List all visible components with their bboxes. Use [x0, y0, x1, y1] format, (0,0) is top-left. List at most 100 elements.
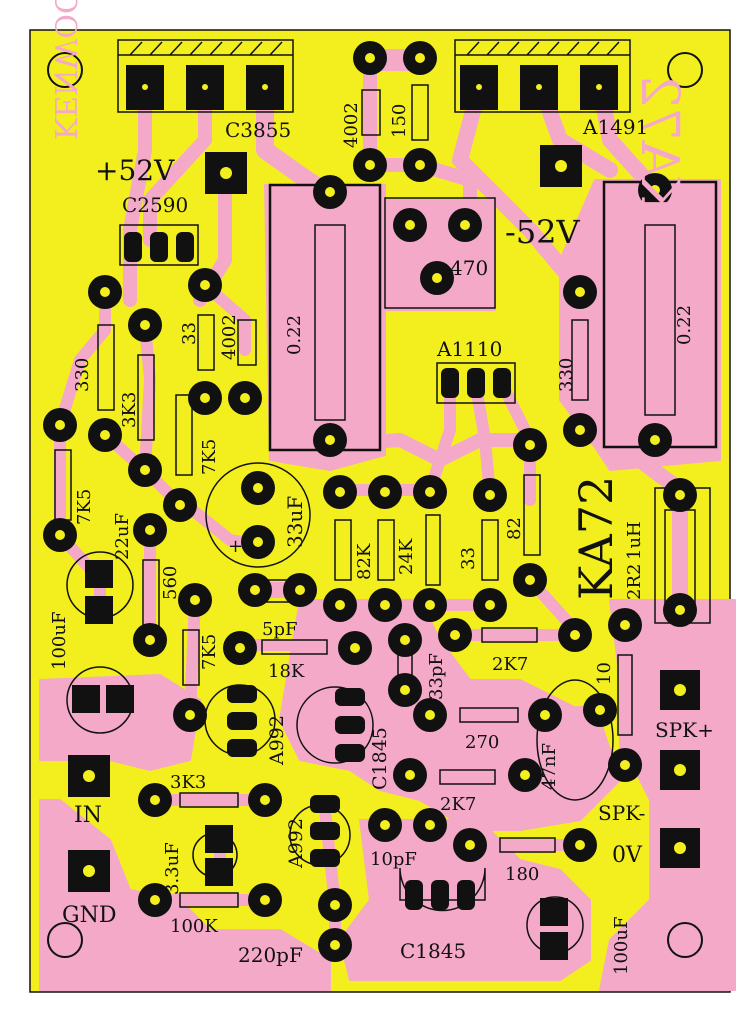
drill-hole — [575, 287, 585, 297]
input-label: IN — [74, 803, 102, 828]
round-pad-group — [43, 41, 697, 962]
drill-hole — [650, 435, 660, 445]
r-10-label: 10 — [594, 662, 615, 685]
drill-hole — [525, 575, 535, 585]
drill-hole — [200, 393, 210, 403]
q-c2590-label: C2590 — [122, 193, 188, 217]
r-33-b-label: 33 — [458, 547, 479, 570]
drill-hole — [325, 187, 335, 197]
drill-hole — [200, 280, 210, 290]
drill-hole — [425, 820, 435, 830]
l-2r2-label: 2R2 — [624, 564, 645, 600]
q-c3855-label: C3855 — [225, 118, 291, 142]
drill-hole — [485, 600, 495, 610]
speaker-plus-label: SPK+ — [655, 718, 714, 742]
drill-hole — [100, 430, 110, 440]
r-4002-mid-label: 4002 — [219, 314, 240, 360]
polarity-plus-mark: + — [228, 536, 243, 557]
drill-hole — [380, 820, 390, 830]
drill-hole — [325, 435, 335, 445]
drill-hole — [295, 585, 305, 595]
drill-hole — [253, 483, 263, 493]
drill-hole — [432, 273, 442, 283]
r-180-label: 180 — [505, 864, 539, 885]
drill-hole — [400, 685, 410, 695]
drill-hole — [460, 220, 470, 230]
power-plus-label: +52V — [95, 154, 175, 187]
drill-hole — [485, 490, 495, 500]
power-minus-label: -52V — [505, 213, 581, 251]
drill-hole — [595, 705, 605, 715]
c-33pf-label: 33pF — [426, 653, 447, 700]
drill-hole — [350, 643, 360, 653]
r-270-label: 270 — [465, 732, 499, 753]
drill-hole — [250, 585, 260, 595]
ground-out-label: 0V — [612, 843, 643, 868]
c-10pf-label: 10pF — [370, 849, 417, 870]
r-7k5-b-label: 7K5 — [199, 439, 220, 475]
drill-hole — [190, 595, 200, 605]
r-3k3-a-label: 3K3 — [119, 392, 140, 428]
c-5pf-label: 5pF — [262, 619, 297, 640]
pad-holes — [83, 84, 686, 877]
r-82-label: 82 — [504, 517, 525, 540]
drill-hole — [175, 500, 185, 510]
drill-hole — [140, 465, 150, 475]
drill-hole — [55, 420, 65, 430]
drill-hole — [525, 440, 535, 450]
mirrored-brand-text: KENWOOD — [47, 0, 82, 140]
r-022-left-label: 0.22 — [284, 315, 305, 355]
c-3-3uf-label: 3.3uF — [162, 842, 183, 895]
mounting-holes — [47, 52, 703, 958]
drill-hole — [405, 770, 415, 780]
drill-hole — [620, 620, 630, 630]
r-150-label: 150 — [389, 104, 410, 138]
r-33-a-label: 33 — [179, 322, 200, 345]
drill-hole — [330, 940, 340, 950]
drill-hole — [100, 287, 110, 297]
drill-hole — [240, 393, 250, 403]
drill-hole — [650, 185, 660, 195]
drill-hole — [335, 487, 345, 497]
mirrored-text-layer: KENWOOD KA72 — [47, 0, 689, 215]
drill-hole — [405, 220, 415, 230]
drill-hole — [235, 643, 245, 653]
drill-hole — [575, 425, 585, 435]
drill-hole — [55, 530, 65, 540]
drill-hole — [425, 600, 435, 610]
r-470-label: 470 — [450, 256, 488, 280]
drill-hole — [380, 600, 390, 610]
ground-in-label: GND — [62, 903, 116, 928]
r-560-label: 560 — [160, 566, 181, 600]
drill-hole — [260, 895, 270, 905]
drill-hole — [675, 605, 685, 615]
drill-hole — [150, 895, 160, 905]
c-100uf-left-label: 100uF — [49, 612, 70, 670]
drill-hole — [520, 770, 530, 780]
drill-hole — [365, 160, 375, 170]
drill-hole — [185, 710, 195, 720]
q-c1845-2-label: C1845 — [400, 939, 466, 963]
drill-hole — [570, 630, 580, 640]
drill-hole — [575, 840, 585, 850]
q-c1845-1-label: C1845 — [369, 727, 391, 790]
r-022-right-label: 0.22 — [674, 305, 695, 345]
drill-hole — [620, 760, 630, 770]
q-a992-1-label: A992 — [266, 715, 288, 766]
q-a1491-label: A1491 — [582, 115, 648, 139]
r-7k5-a-label: 7K5 — [74, 489, 95, 525]
label-layer: KA72 +52V -52V SPK+ SPK- 0V IN GND C3855… — [49, 102, 714, 975]
board-title: KA72 — [569, 476, 623, 600]
r-330-right-label: 330 — [556, 358, 577, 392]
drill-hole — [150, 795, 160, 805]
drill-hole — [365, 53, 375, 63]
r-24k-label: 24K — [396, 538, 417, 575]
drill-hole — [140, 320, 150, 330]
q-a992-2-label: A992 — [285, 818, 307, 869]
drill-hole — [330, 900, 340, 910]
drill-hole — [465, 840, 475, 850]
r-4002-top-label: 4002 — [341, 102, 362, 148]
drill-hole — [675, 490, 685, 500]
c-220pf-label: 220pF — [238, 943, 303, 967]
